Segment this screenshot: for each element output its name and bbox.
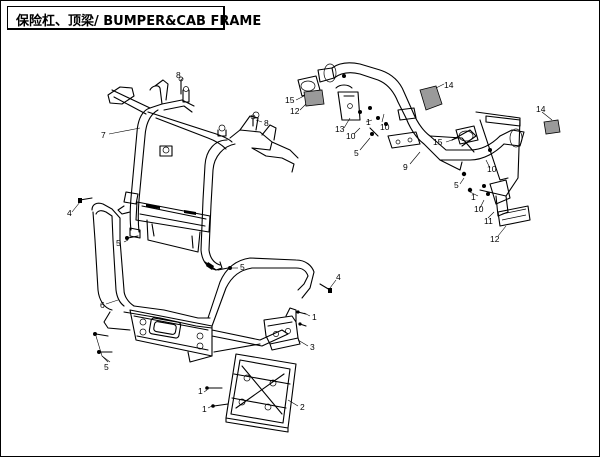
plate-frame-part-2 <box>225 353 297 433</box>
title-box: 保险杠、顶梁/ BUMPER&CAB FRAME <box>7 6 261 30</box>
callout-5: 5 <box>116 238 121 248</box>
cab-frame-part-7 <box>107 79 299 271</box>
callout-10: 10 <box>487 164 497 174</box>
callout-1: 1 <box>471 192 476 202</box>
callout-10: 10 <box>474 204 484 214</box>
callout-1: 1 <box>198 386 203 396</box>
callout-8: 8 <box>264 118 269 128</box>
callout-labels: 8 8 7 4 5 5 6 4 1 3 5 2 1 1 14 15 12 13 … <box>67 70 546 414</box>
plate-holder-part-11 <box>489 179 511 217</box>
callout-5: 5 <box>454 180 459 190</box>
front-bumper-part-6 <box>91 202 315 363</box>
callout-5: 5 <box>354 148 359 158</box>
callout-5: 5 <box>240 262 245 272</box>
callout-9: 9 <box>403 162 408 172</box>
callout-14: 14 <box>536 104 546 114</box>
callout-1: 1 <box>366 117 371 127</box>
bracket-part-3 <box>263 307 301 351</box>
callout-10: 10 <box>380 122 390 132</box>
callout-1: 1 <box>202 404 207 414</box>
callout-15: 15 <box>285 95 295 105</box>
callout-4: 4 <box>67 208 72 218</box>
callout-12: 12 <box>490 234 500 244</box>
callout-8: 8 <box>176 70 181 80</box>
diagram-title: 保险杠、顶梁/ BUMPER&CAB FRAME <box>16 14 262 29</box>
callout-15: 15 <box>433 137 443 147</box>
rear-bumper-part-9 <box>317 62 525 197</box>
callout-1: 1 <box>312 312 317 322</box>
callout-3: 3 <box>310 342 315 352</box>
callout-11: 11 <box>484 216 493 226</box>
callout-4: 4 <box>336 272 341 282</box>
callout-14: 14 <box>444 80 454 90</box>
callout-6: 6 <box>100 300 105 310</box>
marker-plate-part-14 <box>419 85 561 135</box>
callout-12: 12 <box>290 106 300 116</box>
callout-10: 10 <box>346 131 356 141</box>
callout-13: 13 <box>335 124 345 134</box>
callout-7: 7 <box>101 130 106 140</box>
fasteners <box>78 74 492 408</box>
callout-5: 5 <box>104 362 109 372</box>
callout-2: 2 <box>300 402 305 412</box>
leader-lines <box>71 77 553 409</box>
reflector-part-12 <box>303 89 531 227</box>
